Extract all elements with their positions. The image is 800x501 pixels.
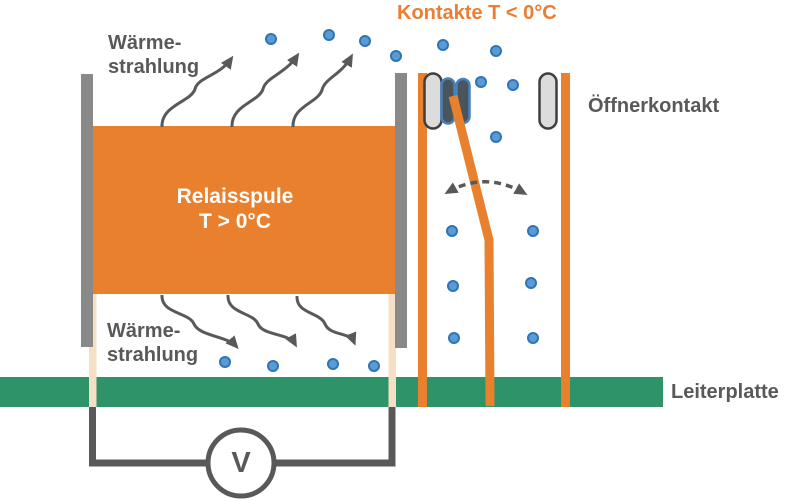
contact-line-right	[561, 73, 570, 407]
particle-dot	[323, 29, 335, 41]
particle-dot	[475, 76, 487, 88]
particle-dot	[490, 45, 502, 57]
particle-dot	[446, 225, 458, 237]
heat-radiation-bottom-line2: strahlung	[107, 344, 199, 367]
heat-radiation-top-line1: Wärme-	[108, 32, 182, 54]
voltmeter-label: V	[231, 447, 251, 479]
heat-arrow-up-1	[160, 55, 234, 128]
heat-arrow-down-3	[295, 295, 357, 346]
coil-leg-left	[89, 294, 97, 407]
frame-bar-left	[81, 74, 93, 347]
heat-radiation-label-bottom: Wärme- strahlung	[107, 319, 198, 368]
voltmeter-circle	[205, 427, 277, 499]
wire-left	[89, 406, 210, 467]
particle-dot	[437, 39, 449, 51]
particle-dot	[507, 79, 519, 91]
particle-dot	[368, 360, 380, 372]
relay-coil-label-line2: T > 0°C	[198, 210, 271, 233]
swing-arrow	[444, 180, 528, 195]
board-label: Leiterplatte	[671, 381, 779, 403]
particle-dot	[390, 50, 402, 62]
coil-leg-right	[388, 294, 396, 407]
heat-arrow-down-2	[226, 294, 297, 348]
particle-dot	[359, 35, 371, 47]
relay-coil-label-line1: Relaisspule	[176, 185, 294, 208]
contact-pad-left	[423, 72, 443, 130]
particle-dot	[267, 360, 279, 372]
relay-coil-rect	[93, 126, 395, 294]
particle-dot	[490, 131, 502, 143]
heat-radiation-bottom-line1: Wärme-	[107, 320, 181, 342]
heat-radiation-top-line2: strahlung	[108, 56, 200, 79]
particle-dot	[327, 358, 339, 370]
particle-dot	[447, 280, 459, 292]
heat-radiation-label-top: Wärme- strahlung	[108, 31, 199, 80]
heat-arrow-down-1	[160, 294, 239, 349]
pcb-board	[0, 377, 663, 407]
opener-contact-label: Öffnerkontakt	[588, 95, 720, 117]
wire-right	[272, 406, 396, 467]
particle-dot	[265, 33, 277, 45]
heat-arrow-up-2	[230, 52, 300, 128]
relay-coil-label: Relaisspule T > 0°C	[85, 184, 385, 234]
particle-dot	[219, 356, 231, 368]
particle-dot	[448, 332, 460, 344]
particle-dot	[525, 277, 537, 289]
frame-bar-right	[395, 73, 407, 348]
contacts-title: Kontakte T < 0°C	[397, 2, 557, 24]
particle-dot	[527, 225, 539, 237]
moving-armature	[448, 94, 495, 407]
particle-dot	[527, 332, 539, 344]
contact-pad-right	[538, 72, 558, 130]
heat-arrow-up-3	[291, 53, 353, 128]
cold-particles	[219, 29, 539, 372]
contact-line-left	[418, 73, 427, 407]
